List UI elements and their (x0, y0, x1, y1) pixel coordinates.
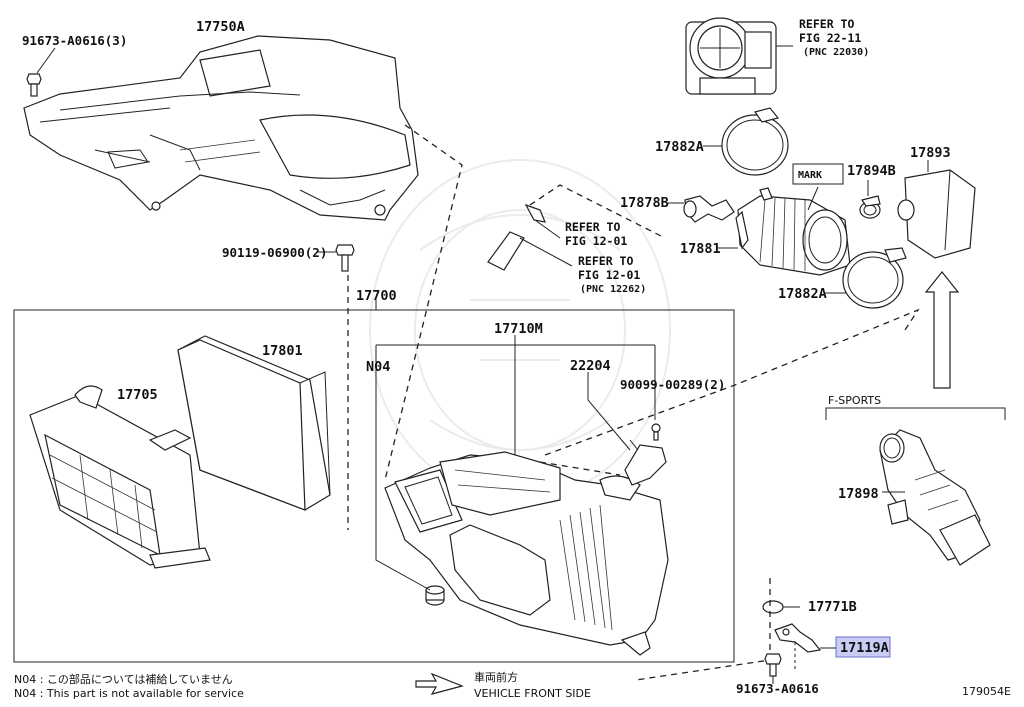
label-17882a-bottom: 17882A (778, 286, 827, 302)
air-cleaner-hose-17881 (716, 186, 851, 276)
note-jp: N04 : この部品については補給していません (14, 672, 233, 686)
label-17894b: 17894B (847, 163, 896, 179)
air-cleaner-case-cap-17705 (29, 385, 211, 569)
front-en: VEHICLE FRONT SIDE (474, 687, 591, 700)
label-17771b: 17771B (808, 599, 857, 615)
vehicle-front-arrow (415, 672, 464, 695)
assembly-frame-17700 (13, 309, 735, 663)
label-n04: N04 (366, 359, 390, 375)
label-17882a-top: 17882A (655, 139, 704, 155)
ref1-line2: FIG 22-11 (799, 31, 861, 45)
label-17700: 17700 (356, 288, 397, 304)
label-17893: 17893 (910, 145, 951, 161)
dashed-guide-1 (384, 124, 463, 481)
label-17710m: 17710M (494, 321, 543, 337)
ref1-line1: REFER TO (799, 17, 854, 31)
label-90099: 90099-00289(2) (620, 377, 725, 392)
note-en: N04 : This part is not available for ser… (14, 687, 244, 700)
ref3-line2: FIG 12-01 (578, 268, 640, 282)
hose-clamp-17882a-top (703, 107, 789, 176)
hose-clamp-17894b (859, 180, 881, 219)
label-17119a: 17119A (840, 640, 889, 656)
grommet-n04 (425, 585, 445, 606)
resonator-17893 (897, 160, 976, 259)
label-17705: 17705 (117, 387, 158, 403)
dashed-guide-3 (544, 308, 920, 456)
ref3-line1: REFER TO (578, 254, 633, 268)
ref2-line1: REFER TO (565, 220, 620, 234)
air-cleaner-case-17710m (384, 451, 669, 656)
label-90119: 90119-06900(2) (222, 245, 327, 260)
air-cleaner-hose-17898 (879, 429, 991, 566)
elbow-17878b (668, 195, 735, 223)
air-filter-element-17801 (177, 335, 331, 511)
figure-id: 179054E (962, 685, 1011, 698)
label-91673-a0616: 91673-A0616 (736, 681, 819, 696)
f-sports-label: F-SPORTS (828, 394, 881, 407)
bolt-91673-a0616-3 (26, 47, 56, 97)
throttle-body (685, 17, 793, 95)
label-17878b: 17878B (620, 195, 669, 211)
bolt-91673-a0616 (764, 653, 782, 684)
labels: 91673-A0616(3) 17750A 90119-06900(2) 177… (14, 17, 1011, 700)
highlight-17119a (835, 636, 891, 658)
leaders-17710m (375, 335, 656, 591)
label-22204: 22204 (570, 358, 611, 374)
label-17881: 17881 (680, 241, 721, 257)
front-jp: 車両前方 (474, 670, 518, 684)
bracket-17119a (774, 623, 838, 670)
hose-refer-fig-12-01 (487, 184, 666, 271)
ref3-line3: (PNC 12262) (580, 284, 646, 295)
f-sports-bracket (825, 407, 1006, 420)
label-17801: 17801 (262, 343, 303, 359)
air-intake-duct-17750a (23, 35, 419, 221)
f-sports-arrow (924, 271, 960, 389)
mark-callout (792, 163, 844, 185)
ref1-line3: (PNC 22030) (803, 47, 869, 58)
ref2-line2: FIG 12-01 (565, 234, 627, 248)
bolt-90119-06900 (318, 244, 355, 272)
label-91673-a0616-3: 91673-A0616(3) (22, 33, 127, 48)
mass-air-flow-sensor-22204 (624, 423, 667, 486)
dashed-guide-4 (539, 461, 621, 476)
label-17898: 17898 (838, 486, 879, 502)
hose-clamp-17882a-bottom (825, 247, 907, 309)
mark-label: MARK (798, 170, 822, 181)
label-17750a: 17750A (196, 19, 245, 35)
